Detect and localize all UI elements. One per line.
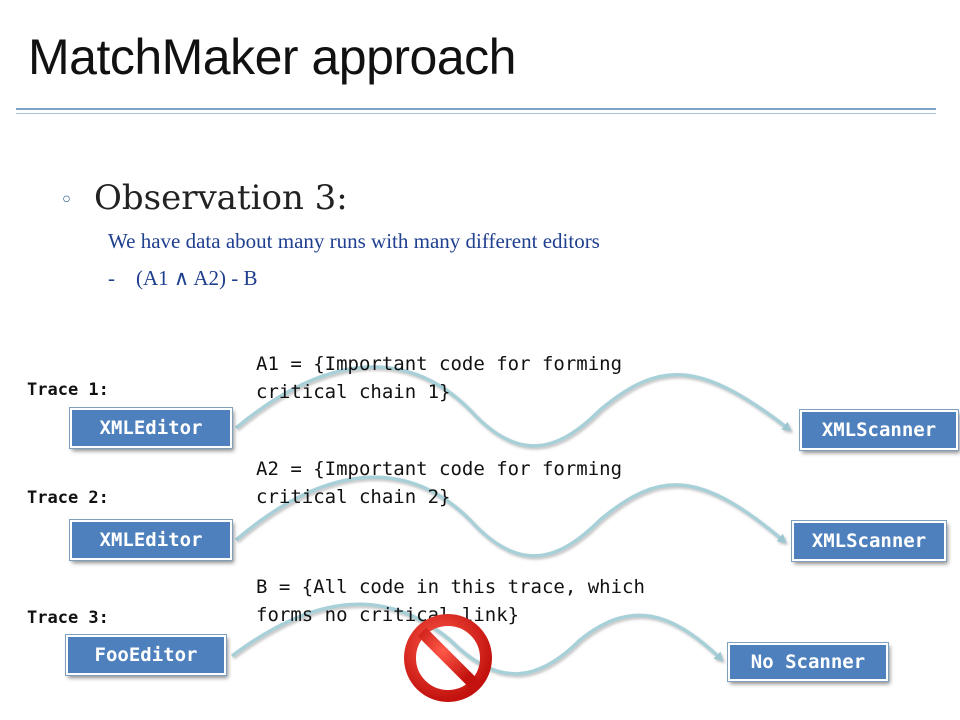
ring-bullet-icon: ◦ [60, 188, 73, 213]
slide-title: MatchMaker approach [28, 29, 516, 85]
title-divider-thin [16, 113, 936, 114]
trace-1-desc-line2: critical chain 1} [256, 381, 451, 403]
observation-formula: (A1 ∧ A2) - B [136, 266, 258, 290]
observation-heading: Observation 3: [94, 178, 348, 218]
trace-2-desc-line2: critical chain 2} [256, 486, 451, 508]
prohibited-icon [404, 614, 492, 702]
trace-3-target-box: No Scanner [728, 643, 888, 681]
trace-1-label: Trace 1: [27, 380, 109, 400]
trace-1-arrow [234, 365, 792, 448]
observation-line-1: We have data about many runs with many d… [108, 229, 600, 253]
trace-2-description: A2 = {Important code for forming critica… [256, 455, 622, 511]
trace-3-arrow [230, 602, 724, 676]
trace-2-source-box: XMLEditor [70, 520, 232, 560]
trace-3-label: Trace 3: [27, 608, 109, 628]
trace-3-desc-line1: B = {All code in this trace, which [256, 576, 645, 598]
title-divider [16, 108, 936, 110]
trace-1-source-box: XMLEditor [70, 408, 232, 448]
observation-dash: - [108, 266, 115, 290]
trace-3-source-box: FooEditor [66, 635, 226, 675]
trace-1-target-box: XMLScanner [800, 410, 958, 450]
trace-2-label: Trace 2: [27, 488, 109, 508]
trace-1-desc-line1: A1 = {Important code for forming [256, 353, 623, 375]
trace-1-description: A1 = {Important code for forming critica… [256, 350, 622, 406]
trace-2-target-box: XMLScanner [792, 521, 946, 561]
trace-2-desc-line1: A2 = {Important code for forming [256, 458, 623, 480]
trace-2-arrow [234, 475, 787, 558]
